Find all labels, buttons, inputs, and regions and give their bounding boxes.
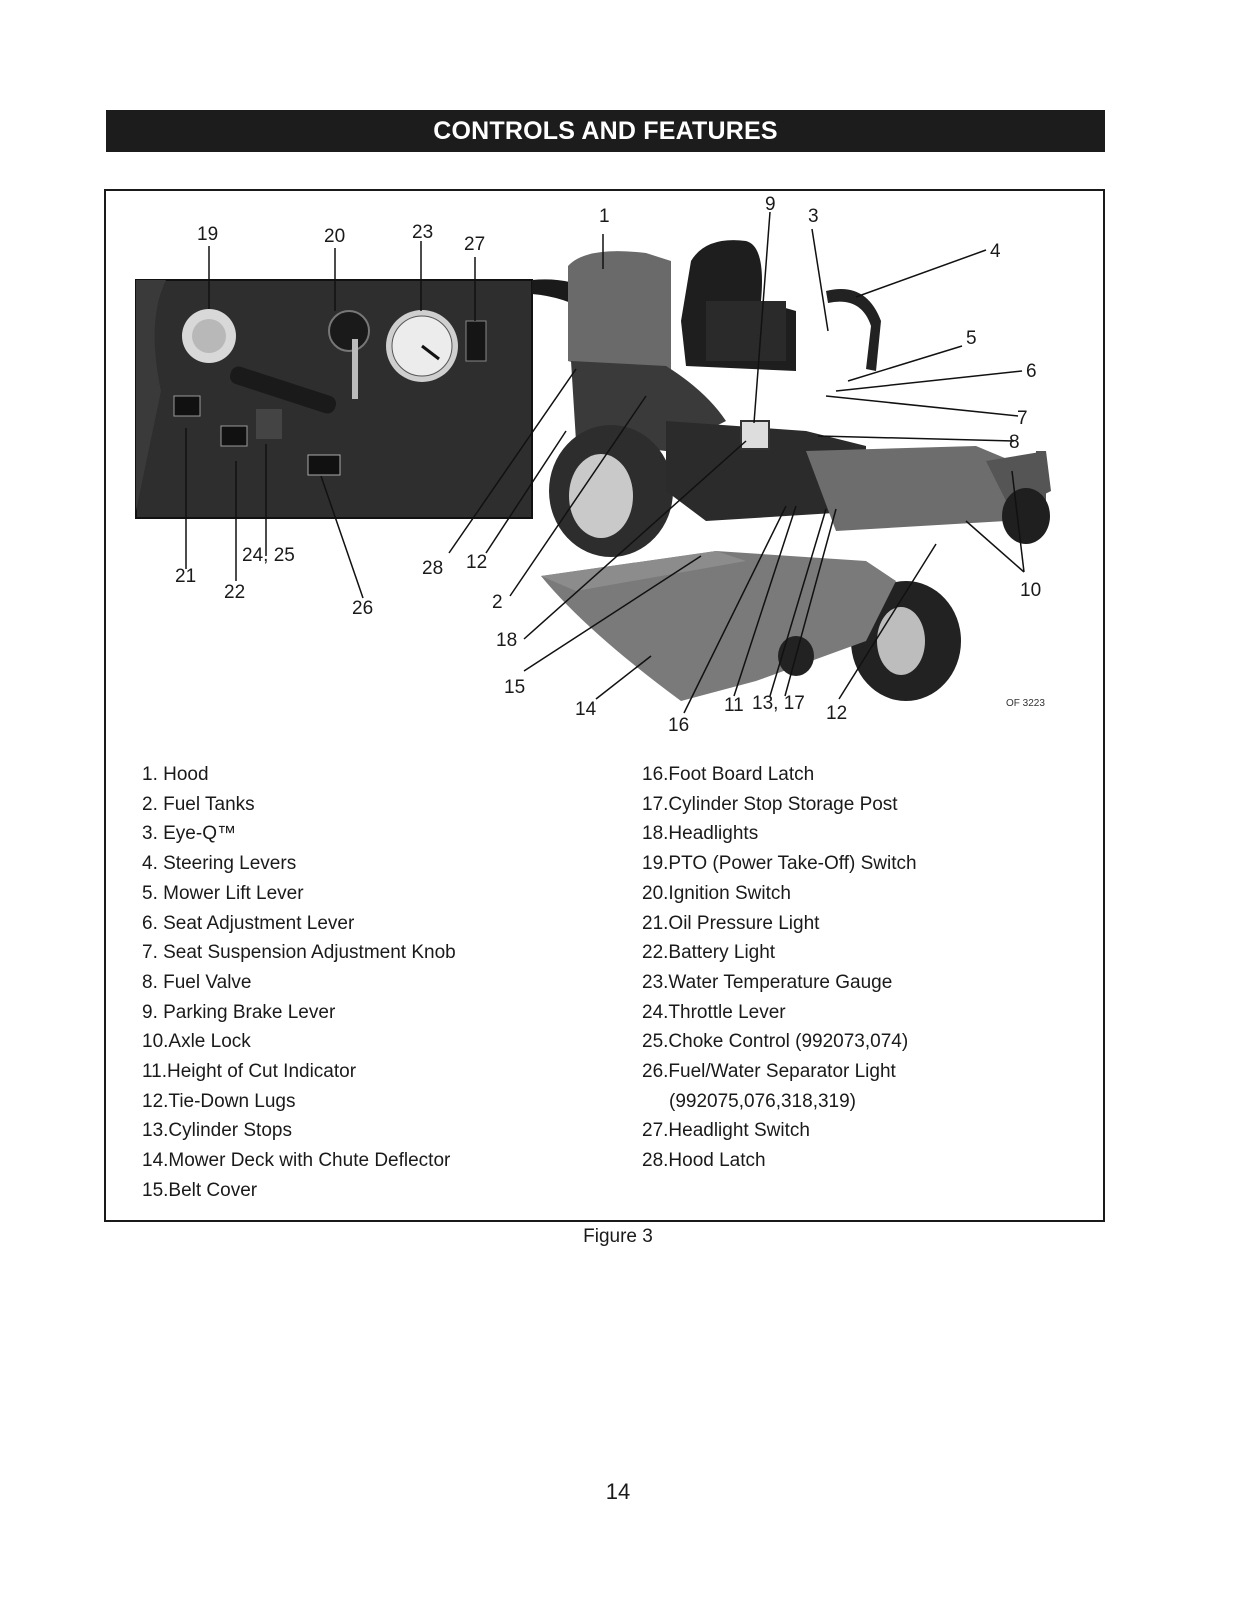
figure-caption: Figure 3 [583, 1226, 653, 1247]
callout-20: 20 [324, 226, 346, 247]
legend-item: 9. Parking Brake Lever [142, 1001, 336, 1023]
leader-lines [185, 211, 1025, 714]
legend-item-continuation: (992075,076,318,319) [669, 1090, 856, 1112]
legend-item: 3. Eye-Q™ [142, 823, 236, 845]
legend-item: 21.Oil Pressure Light [642, 912, 820, 934]
callout-23: 23 [412, 222, 434, 243]
mower-body [541, 240, 1051, 701]
legend-item: 14.Mower Deck with Chute Deflector [142, 1150, 451, 1172]
callout-8: 8 [1009, 432, 1020, 453]
callout-19: 19 [197, 224, 219, 245]
legend-item: 6. Seat Adjustment Lever [142, 912, 355, 934]
section-title: CONTROLS AND FEATURES [106, 110, 1105, 152]
callout-12-left: 12 [466, 552, 488, 573]
legend-item: 12.Tie-Down Lugs [142, 1090, 296, 1112]
legend-item: 19.PTO (Power Take-Off) Switch [642, 853, 917, 875]
legend-item: 16.Foot Board Latch [642, 764, 815, 785]
callout-7: 7 [1017, 408, 1028, 429]
legend-item: 23.Water Temperature Gauge [642, 971, 893, 993]
legend-item: 4. Steering Levers [142, 853, 297, 875]
callout-28: 28 [422, 558, 444, 579]
legend-item: 24.Throttle Lever [642, 1001, 786, 1023]
callout-18: 18 [496, 630, 518, 651]
legend-item: 25.Choke Control (992073,074) [642, 1031, 909, 1053]
legend-item: 20.Ignition Switch [642, 882, 791, 904]
legend-item: 7. Seat Suspension Adjustment Knob [142, 942, 456, 964]
legend-item: 1. Hood [142, 764, 209, 785]
legend-item: 5. Mower Lift Lever [142, 882, 304, 904]
legend-item: 13.Cylinder Stops [142, 1120, 292, 1142]
legend-right: 16.Foot Board Latch 17.Cylinder Stop Sto… [642, 760, 917, 1176]
callout-11: 11 [724, 695, 744, 716]
callout-24-25: 24, 25 [242, 545, 295, 566]
callout-15: 15 [504, 677, 526, 698]
callout-9: 9 [765, 194, 776, 215]
callout-12-right: 12 [826, 703, 848, 724]
callout-5: 5 [966, 328, 977, 349]
callout-6: 6 [1026, 361, 1037, 382]
callout-2: 2 [492, 592, 503, 613]
callout-4: 4 [990, 241, 1001, 262]
legend-item: 27.Headlight Switch [642, 1120, 810, 1142]
callout-13-17: 13, 17 [752, 693, 805, 714]
figure-frame: 19 20 23 27 1 9 3 4 5 6 7 8 10 21 24, 25… [104, 189, 1105, 1222]
callout-26: 26 [352, 598, 374, 619]
callout-14: 14 [575, 699, 597, 720]
mower-illustration: 19 20 23 27 1 9 3 4 5 6 7 8 10 21 24, 25… [106, 191, 1107, 751]
legend-item: 2. Fuel Tanks [142, 793, 255, 815]
callout-10: 10 [1020, 580, 1042, 601]
legend-item: 28.Hood Latch [642, 1150, 766, 1172]
legend-item: 15.Belt Cover [142, 1179, 258, 1201]
legend-item: 17.Cylinder Stop Storage Post [642, 793, 898, 815]
callout-22: 22 [224, 582, 246, 603]
callout-3: 3 [808, 206, 819, 227]
legend-item: 18.Headlights [642, 823, 759, 845]
callout-16: 16 [668, 715, 690, 736]
callout-27: 27 [464, 234, 486, 255]
legend-item: 26.Fuel/Water Separator Light [642, 1061, 896, 1083]
callout-1: 1 [599, 206, 610, 227]
legend-item: 22.Battery Light [642, 942, 776, 964]
page-number: 14 [605, 1479, 631, 1504]
mower-drawing [135, 211, 1051, 714]
legend-item: 10.Axle Lock [142, 1031, 251, 1053]
callout-21: 21 [175, 566, 197, 587]
legend-left: 1. Hood 2. Fuel Tanks 3. Eye-Q™ 4. Steer… [142, 760, 456, 1206]
legend-item: 11.Height of Cut Indicator [142, 1061, 357, 1083]
figure-code: OF 3223 [1006, 698, 1045, 709]
legend-item: 8. Fuel Valve [142, 971, 252, 993]
dashboard-panel [135, 279, 533, 519]
